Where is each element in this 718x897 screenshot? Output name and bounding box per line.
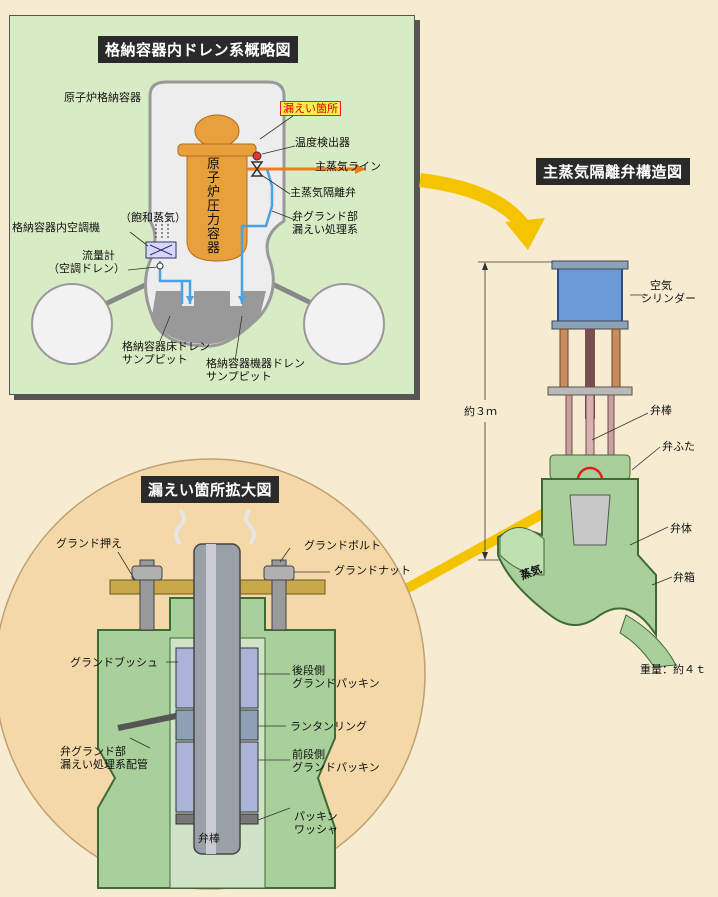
label-temp-detector: 温度検出器	[295, 136, 350, 149]
label-leak-pipe-1: 弁グランド部	[60, 745, 126, 758]
label-valve-casing: 弁箱	[673, 571, 695, 584]
label-leak-pipe-2: 漏えい処理系配管	[60, 758, 148, 771]
label-lantern-ring: ランタンリング	[290, 720, 367, 733]
label-bonnet: 弁ふた	[662, 440, 695, 453]
drain-system-drawing	[31, 80, 385, 365]
lantern-ring-right	[239, 709, 259, 741]
spring-left	[559, 328, 569, 390]
flowmeter	[156, 262, 164, 270]
label-front-packing-2: グランドパッキン	[292, 761, 380, 774]
gland-leak-pipe	[117, 713, 177, 731]
valve-drawing	[497, 260, 677, 668]
label-leak-point: 漏えい箇所	[280, 101, 341, 116]
enlarged-stem	[193, 543, 241, 855]
arrow-to-valve	[419, 173, 531, 233]
label-front-packing-1: 前段側	[292, 748, 325, 761]
label-gland-leak-2: 漏えい処理系	[292, 223, 358, 236]
label-air-cylinder-1: 空気	[650, 279, 672, 292]
suppression-sphere-right	[303, 283, 385, 365]
label-main-steam-line: 主蒸気ライン	[315, 160, 381, 173]
label-containment: 原子炉格納容器	[64, 91, 141, 104]
hvac-drain-line	[158, 261, 192, 304]
label-gland-leak-1: 弁グランド部	[292, 210, 358, 223]
label-equip-drain-2: サンプピット	[206, 370, 272, 383]
label-gland-bolt: グランドボルト	[304, 539, 381, 552]
label-hvac-unit: 格納容器内空調機	[12, 221, 100, 234]
label-flowmeter-2: （空調ドレン）	[48, 262, 125, 275]
enlargement-title: 漏えい箇所拡大図	[141, 476, 280, 503]
label-rear-packing-2: グランドパッキン	[292, 677, 380, 690]
front-packing-right	[239, 741, 259, 813]
label-packing-washer-2: ワッシャ	[294, 823, 338, 836]
label-floor-drain-1: 格納容器床ドレン	[122, 340, 210, 353]
msiv-symbol	[250, 161, 264, 177]
label-floor-drain-2: サンプピット	[122, 353, 188, 366]
valve-disc	[569, 494, 611, 546]
label-air-cylinder-2: シリンダー	[641, 292, 696, 305]
label-weight: 重量：約４ｔ	[640, 663, 706, 676]
valve-structure-title: 主蒸気隔離弁構造図	[536, 158, 690, 185]
label-gland-bush: グランドブッシュ	[70, 656, 158, 669]
label-height: 約３ｍ	[464, 405, 497, 418]
gland-leak-line	[240, 168, 274, 304]
enlargement-drawing	[0, 458, 426, 890]
label-enlarged-stem: 弁棒	[198, 832, 220, 845]
containment-floor	[152, 291, 266, 344]
label-valve-stem: 弁棒	[650, 404, 672, 417]
rpv-vessel	[186, 155, 248, 262]
label-packing-washer-1: パッキン	[294, 810, 338, 823]
rear-packing-right	[239, 647, 259, 709]
spring-right	[611, 328, 621, 390]
suppression-sphere-left	[31, 283, 113, 365]
label-gland-nut: グランドナット	[334, 564, 411, 577]
drain-system-panel	[9, 15, 415, 395]
drain-system-title: 格納容器内ドレン系概略図	[98, 36, 299, 63]
leak-point-marker	[252, 151, 262, 161]
label-equip-drain-1: 格納容器機器ドレン	[206, 357, 305, 370]
label-msiv: 主蒸気隔離弁	[290, 186, 356, 199]
gland-nut-left	[131, 565, 163, 581]
gland-nut-right	[263, 565, 295, 581]
air-cylinder	[557, 262, 623, 328]
front-packing-left	[175, 741, 195, 813]
label-flowmeter-1: 流量計	[82, 249, 115, 262]
label-gland-retainer: グランド押え	[56, 537, 122, 550]
label-saturated-steam: （飽和蒸気）	[120, 211, 186, 224]
label-rear-packing-1: 後段側	[292, 664, 325, 677]
lantern-ring-left	[175, 709, 195, 741]
rear-packing-left	[175, 647, 195, 709]
label-rpv: 原子炉圧力容器	[207, 157, 221, 256]
label-valve-body: 弁体	[670, 522, 692, 535]
